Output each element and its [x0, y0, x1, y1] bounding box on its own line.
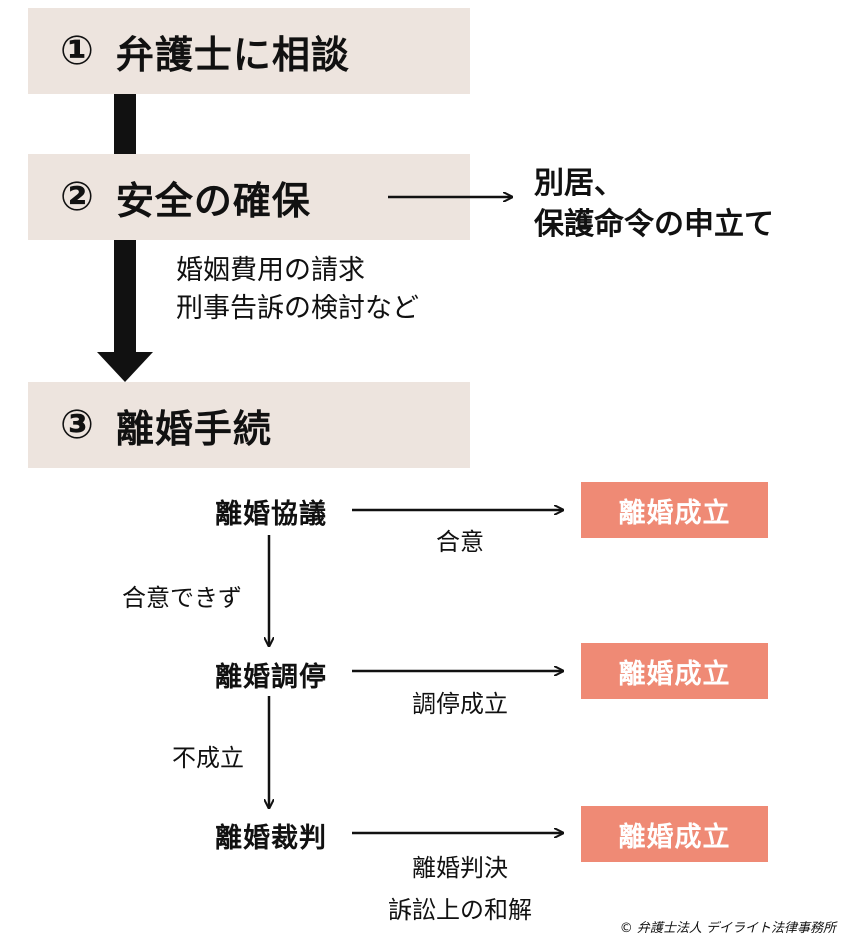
step-1-number: ① — [60, 28, 94, 74]
result-mediation: 離婚成立 — [581, 643, 768, 699]
step-1-title: 弁護士に相談 — [115, 32, 350, 77]
label-trial-settlement: 訴訟上の和解 — [388, 896, 532, 924]
procedure-negotiation: 離婚協議 — [215, 499, 327, 530]
copyright: © 弁護士法人 デイライト法律事務所 — [619, 921, 836, 936]
procedure-mediation: 離婚調停 — [215, 662, 327, 693]
result-negotiation: 離婚成立 — [581, 482, 768, 538]
step-3-title: 離婚手続 — [115, 406, 272, 451]
step-3-box: ③ 離婚手続 — [28, 382, 470, 468]
step-1-box: ① 弁護士に相談 — [28, 8, 470, 94]
label-no-agreement: 合意できず — [122, 584, 242, 612]
step-2-title: 安全の確保 — [115, 178, 311, 223]
step-3-number: ③ — [60, 402, 94, 448]
label-trial-judgment: 離婚判決 — [412, 854, 508, 882]
arrow-head-step3 — [97, 352, 153, 382]
label-mediation-success: 調停成立 — [412, 690, 508, 718]
procedure-trial: 離婚裁判 — [215, 823, 327, 854]
result-trial: 離婚成立 — [581, 806, 768, 862]
connector-step2-step3 — [114, 240, 136, 352]
label-agreement: 合意 — [436, 528, 484, 556]
safety-note-line1: 婚姻費用の請求 — [176, 255, 365, 286]
safety-outcome-line1: 別居、 — [534, 166, 624, 201]
connector-step1-step2 — [114, 94, 136, 154]
label-not-established: 不成立 — [172, 744, 244, 772]
safety-outcome: 別居、 保護命令の申立て — [534, 164, 774, 245]
safety-outcome-line2: 保護命令の申立て — [534, 206, 774, 242]
safety-note-line2: 刑事告訴の検討など — [176, 292, 419, 324]
step-2-number: ② — [60, 174, 94, 220]
safety-note: 婚姻費用の請求 刑事告訴の検討など — [176, 252, 419, 328]
